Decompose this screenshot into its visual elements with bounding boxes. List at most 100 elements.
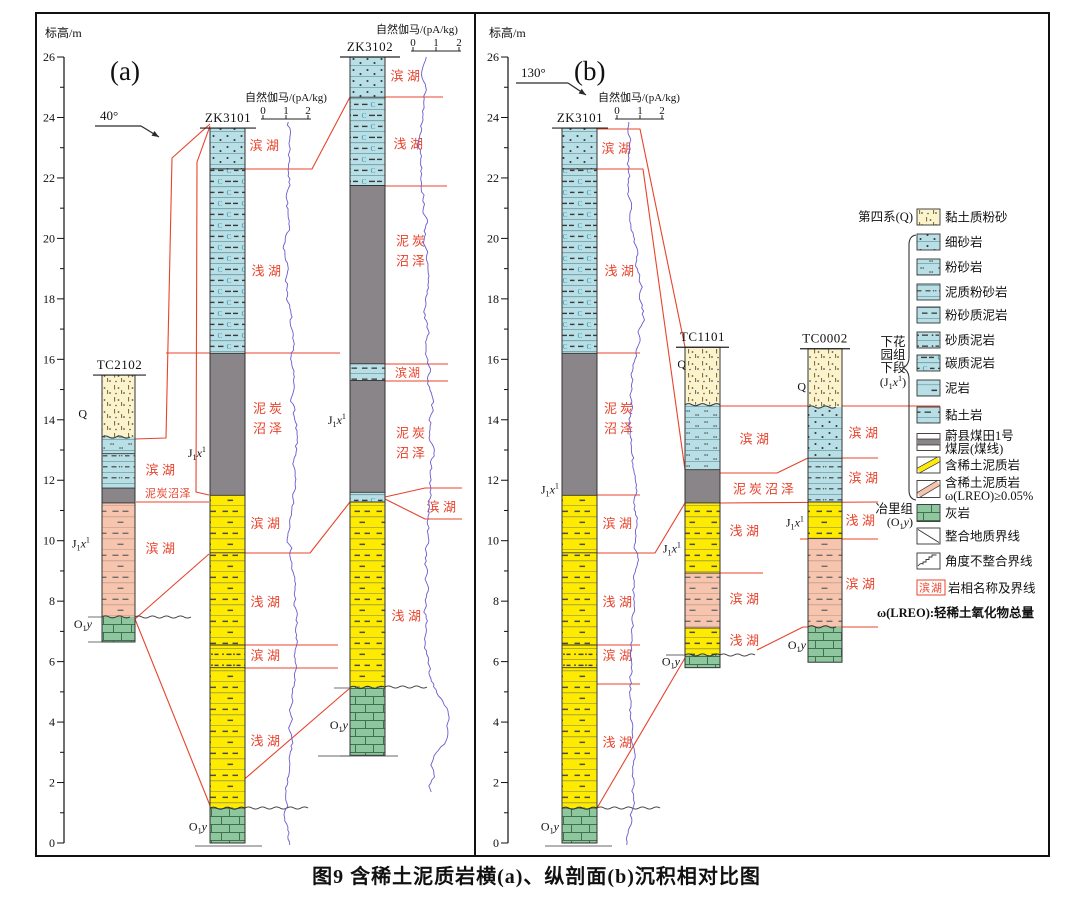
layer-muddysilt	[102, 453, 135, 489]
panel-b: ZK3101J1x1O1y滨湖浅湖泥炭沼泽滨湖浅湖滨湖浅湖自然伽马/(pA/kg…	[487, 25, 940, 850]
correlation-line	[195, 125, 211, 496]
strat-unit-label: J1x1	[72, 536, 90, 553]
layer-mudpink	[102, 502, 135, 617]
axis-tick-label: 18	[43, 292, 55, 306]
borehole-label: TC2102	[97, 357, 143, 372]
layer-finesand	[562, 128, 597, 169]
arrow-head	[578, 88, 586, 95]
gamma-curve	[417, 56, 450, 793]
legend-group-unit: (J1x1)	[880, 374, 906, 391]
correlation-line	[134, 618, 212, 809]
correlation-line	[384, 498, 462, 520]
legend-row: 冶里组(O1y)灰岩	[875, 502, 970, 531]
borehole-label: ZK3102	[347, 39, 393, 54]
figure-background	[0, 0, 1073, 862]
gamma-tick-label: 1	[433, 37, 439, 49]
gamma-axis-title: 自然伽马/(pA/kg)	[598, 90, 680, 104]
correlation-line	[597, 168, 686, 471]
axis-tick-label: 2	[49, 776, 55, 790]
strat-unit-label: J1x1	[786, 515, 804, 532]
facies-label: 滨湖	[848, 425, 881, 440]
dip-angle-label: 40°	[100, 108, 118, 123]
layer-finesand	[808, 407, 842, 459]
panel-label-b: (b)	[574, 56, 605, 86]
panel-a: TC2102QJ1x1O1y滨湖泥炭沼泽滨湖ZK3101J1x1O1y滨湖浅湖泥…	[43, 22, 462, 850]
layer-siltymud	[350, 363, 385, 381]
axis-tick-label: 22	[487, 171, 499, 185]
figure-content: TC2102QJ1x1O1y滨湖泥炭沼泽滨湖ZK3101J1x1O1y滨湖浅湖泥…	[35, 12, 1050, 857]
facies-label: 泥炭沼泽	[145, 486, 191, 500]
facies-label: 滨湖	[845, 577, 878, 592]
correlation-line	[134, 123, 211, 440]
strat-unit-label: Q	[797, 380, 806, 394]
axis-tick-label: 14	[43, 413, 55, 427]
legend-swatch-Q	[916, 208, 941, 226]
legend-row: 第四系(Q)黏土质粉砂	[858, 208, 1008, 226]
diagonal-band	[917, 457, 940, 473]
layer-muddysilt	[808, 458, 842, 503]
facies-label: 浅湖	[845, 513, 878, 528]
legend-label: 黏土岩	[945, 408, 983, 423]
axis-tick-label: 0	[49, 836, 55, 850]
layer-silt	[685, 404, 720, 470]
legend-note: ω(LREO):轻稀土氧化物总量	[877, 605, 1035, 620]
legend-row: 泥岩	[916, 379, 970, 397]
figure-frame	[35, 12, 1050, 857]
facies-label: 滨湖	[249, 138, 282, 153]
facies-label: 浅湖	[250, 734, 283, 749]
correlation-line	[245, 501, 351, 554]
conformable-line	[917, 529, 940, 543]
facies-label: 滨湖	[426, 499, 459, 514]
wavy-contact	[684, 653, 721, 657]
strat-unit-label: Q	[677, 357, 686, 371]
gamma-tick-label: 2	[305, 105, 311, 117]
correlation-line	[596, 657, 686, 809]
legend-label: 碳质泥岩	[945, 356, 995, 371]
facies-label: 滨湖	[601, 141, 634, 156]
figure-caption: 图9 含稀土泥质岩横(a)、纵剖面(b)沉积相对比图	[312, 866, 761, 888]
facies-label: 浅湖	[250, 595, 283, 610]
legend-row: 黏土岩	[916, 406, 983, 424]
wavy-contact	[349, 685, 386, 689]
gamma-curve	[625, 121, 645, 846]
legend-label: 蔚县煤田1号	[945, 429, 1014, 443]
layer-mud	[562, 552, 597, 645]
axis-tick-label: 16	[43, 352, 55, 366]
layer-lime	[808, 626, 842, 663]
legend-row: 角度不整合界线	[916, 552, 1033, 570]
borehole-label: TC0002	[802, 331, 848, 346]
legend-row: 含稀土泥质岩	[916, 456, 1020, 474]
borehole-label: ZK3101	[557, 110, 603, 125]
axis-tick-label: 14	[487, 413, 499, 427]
legend-label-2: 煤层(煤线)	[945, 442, 1003, 456]
axis-tick-label: 16	[487, 352, 499, 366]
axis-tick-label: 8	[49, 594, 55, 608]
facies-label: 泥炭沼泽	[396, 425, 428, 460]
facies-label: 滨湖	[729, 592, 762, 607]
legend-swatch-unconform	[916, 552, 941, 570]
layer-mud	[685, 502, 720, 574]
diagonal-band	[917, 481, 940, 497]
legend: 第四系(Q)黏土质粉砂细砂岩粉砂岩泥质粉砂岩粉砂质泥岩砂质泥岩碳质泥岩泥岩黏土岩…	[858, 208, 1036, 620]
legend-swatch-lime	[916, 504, 941, 522]
facies-label: 滨湖	[390, 69, 423, 84]
correlation-lines	[596, 128, 940, 809]
borehole-label: TC1101	[680, 329, 725, 344]
layer-carbmud	[562, 168, 597, 354]
facies-label: 浅湖	[393, 137, 426, 152]
legend-prefix-unit: (O1y)	[887, 515, 913, 531]
axis-tick-label: 2	[493, 776, 499, 790]
legend-row: 整合地质界线	[916, 527, 1021, 545]
unconformity-wavy-line	[134, 615, 192, 619]
wavy-contact	[807, 405, 837, 409]
gamma-axis-title: 自然伽马/(pA/kg)	[245, 90, 327, 104]
layer-carbmud	[210, 168, 245, 354]
layer-mud	[562, 667, 597, 809]
strat-unit-label: J1x1	[541, 481, 559, 498]
legend-row: 细砂岩	[916, 233, 983, 251]
layer-lime	[102, 616, 135, 642]
axis-tick-label: 12	[43, 473, 55, 487]
